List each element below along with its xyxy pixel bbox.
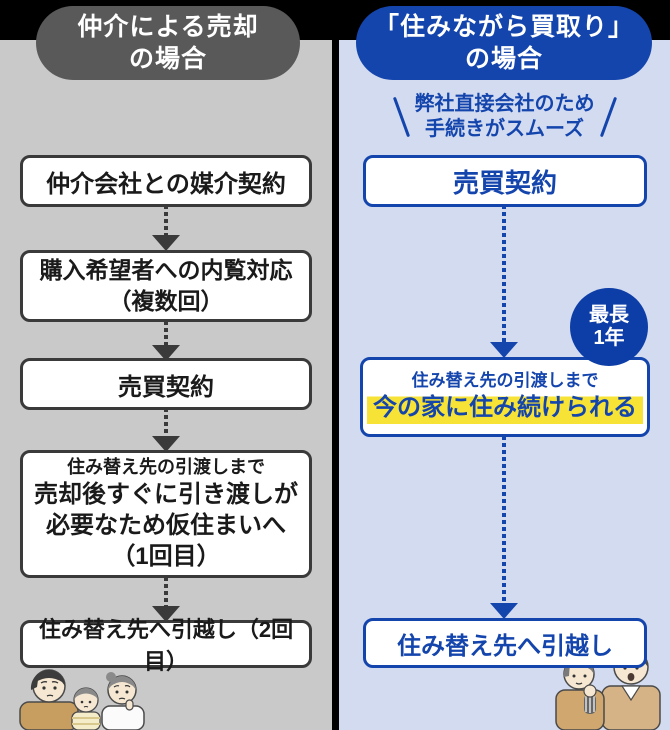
smooth-procedure-note-text: 弊社直接会社のため 手続きがスムーズ <box>415 92 595 142</box>
left-step-final-move: 住み替え先へ引越し（2回目） <box>20 617 312 674</box>
right-step2-small: 住み替え先の引渡しまで <box>411 371 599 391</box>
note-line2: 手続きがスムーズ <box>425 118 584 140</box>
left-step4-line1: 売却後すぐに引き渡しが <box>34 480 298 508</box>
note-line1: 弊社直接会社のため <box>414 93 595 115</box>
left-step2-line1: 購入希望者への内覧対応 <box>39 256 293 283</box>
down-arrow-icon <box>150 321 182 361</box>
left-step-mediation-contract: 仲介会社との媒介契約 <box>20 155 312 207</box>
left-step-sales-contract: 売買契約 <box>20 358 312 410</box>
right-step-stay-in-home: 住み替え先の引渡しまで 今の家に住み続けられる <box>360 357 650 437</box>
left-step-viewings: 購入希望者への内覧対応 （複数回） <box>20 250 312 322</box>
emphasis-slash-right-icon <box>599 96 617 138</box>
down-arrow-icon <box>150 205 182 251</box>
left-step-temporary-housing: 住み替え先の引渡しまで 売却後すぐに引き渡しが 必要なため仮住まいへ （1回目） <box>20 450 312 578</box>
left-step3-label: 売買契約 <box>118 373 214 401</box>
left-step4-line2: 必要なため仮住まいへ <box>46 512 286 540</box>
left-step4-small: 住み替え先の引渡しまで <box>67 456 265 477</box>
left-step1-label: 仲介会社との媒介契約 <box>46 170 286 198</box>
emphasis-slash-left-icon <box>392 96 410 138</box>
broker-sale-header: 仲介による売却 の場合 <box>36 6 300 80</box>
right-step-sales-contract: 売買契約 <box>363 155 647 207</box>
down-arrow-icon <box>150 577 182 622</box>
down-arrow-icon <box>488 436 520 619</box>
down-arrow-icon <box>150 408 182 452</box>
broker-sale-header-line1: 仲介による売却 <box>77 13 259 41</box>
left-step2-line2: （複数回） <box>108 288 224 314</box>
right-step1-label: 売買契約 <box>452 167 557 198</box>
worried-family-illustration <box>19 669 145 730</box>
stay-and-sell-header-line2: の場合 <box>464 45 543 73</box>
left-step5-label: 住み替え先へ引越し（2回目） <box>38 617 294 674</box>
max-one-year-badge: 最長 1年 <box>570 288 648 366</box>
stay-and-sell-header: 「住みながら買取り」 の場合 <box>356 6 652 80</box>
stay-and-sell-header-line1: 「住みながら買取り」 <box>373 13 634 41</box>
badge-line1: 最長 <box>589 304 629 326</box>
badge-line2: 1年 <box>593 327 625 349</box>
down-arrow-icon <box>488 205 520 358</box>
right-step2-highlight: 今の家に住み続けられる <box>367 392 643 424</box>
broker-sale-header-line2: の場合 <box>128 45 207 73</box>
right-step3-label: 住み替え先へ引越し <box>397 632 613 660</box>
smooth-procedure-note: 弊社直接会社のため 手続きがスムーズ <box>339 90 670 144</box>
left-step4-line3: （1回目） <box>111 543 221 571</box>
right-step-move: 住み替え先へ引越し <box>363 618 647 668</box>
